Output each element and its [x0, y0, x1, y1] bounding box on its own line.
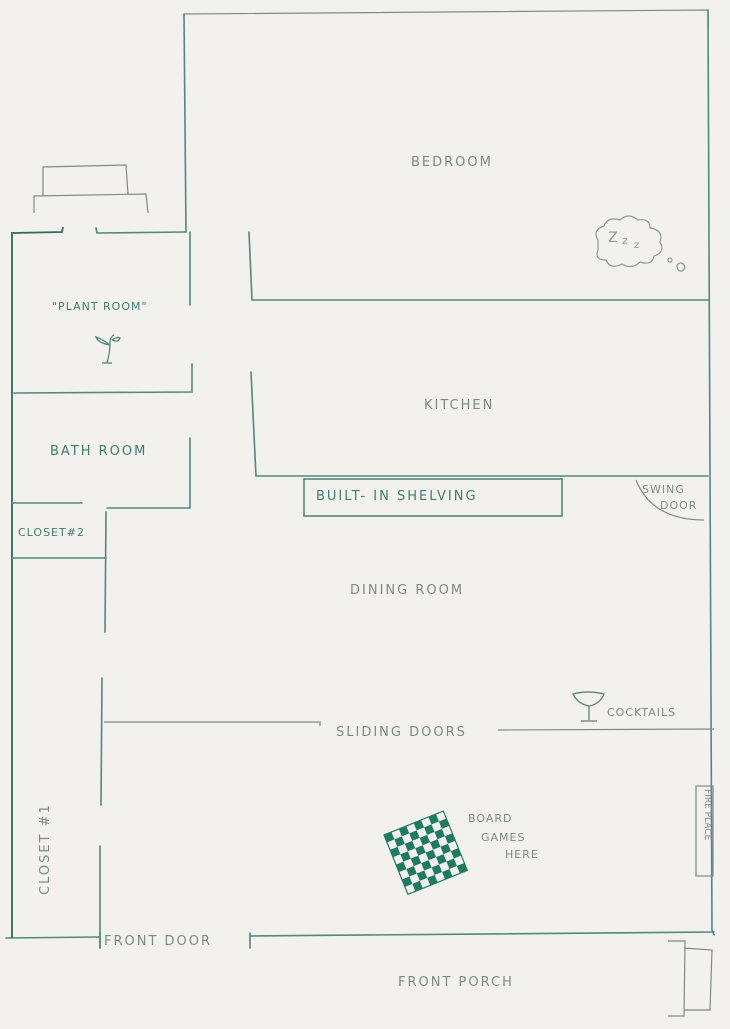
feature-label-board-games-3: HERE	[505, 848, 539, 861]
thought-bubble-icon: Z z z	[595, 215, 686, 272]
feature-label-swing-door-1: SWING	[642, 483, 685, 496]
sliding-doors-wall	[104, 721, 715, 731]
svg-text:Z: Z	[608, 230, 618, 246]
checkerboard-icon	[383, 810, 469, 896]
built-in-shelving-box	[303, 478, 563, 517]
room-label-bedroom: BEDROOM	[411, 155, 493, 170]
closet-2-walls	[11, 511, 107, 633]
cocktail-glass-icon	[571, 691, 605, 722]
feature-label-sliding-doors: SLIDING DOORS	[336, 725, 467, 740]
fireplace-box	[695, 785, 714, 877]
room-label-closet-2: CLOSET#2	[18, 526, 85, 539]
feature-label-built-in-shelving: BUILT- IN SHELVING	[316, 489, 478, 504]
room-label-bathroom: BATH ROOM	[50, 444, 148, 459]
plant-room-walls	[12, 226, 193, 394]
bedroom-kitchen-walls	[248, 231, 709, 477]
feature-label-swing-door-2: DOOR	[660, 499, 698, 512]
closet-1-walls	[99, 677, 103, 949]
porch-steps	[668, 940, 713, 1017]
room-label-closet-1: CLOSET #1	[38, 803, 53, 895]
feature-label-cocktails: COCKTAILS	[607, 706, 677, 719]
svg-text:z: z	[622, 234, 628, 247]
bathroom-walls	[11, 437, 191, 509]
room-label-plant-room: "PLANT ROOM"	[52, 300, 148, 313]
room-label-dining-room: DINING ROOM	[350, 583, 465, 598]
feature-label-board-games-1: BOARD	[468, 812, 513, 825]
entry-steps	[33, 164, 149, 214]
feature-label-board-games-2: GAMES	[481, 831, 526, 844]
exterior-walls	[5, 9, 715, 939]
room-label-kitchen: KITCHEN	[424, 398, 495, 413]
feature-label-fireplace: FIRE PLACE	[702, 789, 712, 841]
room-label-front-porch: FRONT PORCH	[398, 975, 514, 990]
feature-label-front-door: FRONT DOOR	[104, 934, 213, 949]
svg-text:z: z	[634, 240, 639, 251]
plant-sprout-icon	[94, 334, 121, 364]
swing-door-arc	[635, 479, 705, 521]
